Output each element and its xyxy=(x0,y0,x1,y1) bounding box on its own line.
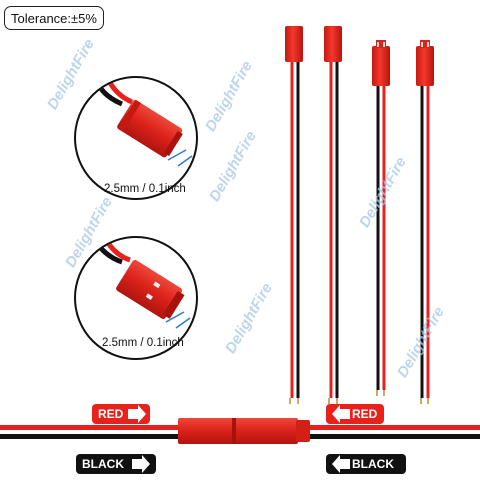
cable-2 xyxy=(324,26,342,404)
dimension-label-top: 2.5mm / 0.1inch xyxy=(104,183,186,195)
red-arrow-right xyxy=(332,405,350,423)
cable-4 xyxy=(416,40,434,404)
cable-3 xyxy=(372,40,390,396)
tolerance-label: Tolerance:±5% xyxy=(4,6,104,30)
red-arrow-left xyxy=(128,405,146,423)
black-arrow-right xyxy=(332,455,350,473)
cable-1 xyxy=(285,26,303,404)
zoom-detail-bottom xyxy=(74,236,198,360)
joined-cable xyxy=(0,418,480,444)
black-arrow-left xyxy=(132,455,150,473)
dimension-label-bottom: 2.5mm / 0.1inch xyxy=(102,337,184,349)
zoom-detail-top xyxy=(74,76,198,200)
